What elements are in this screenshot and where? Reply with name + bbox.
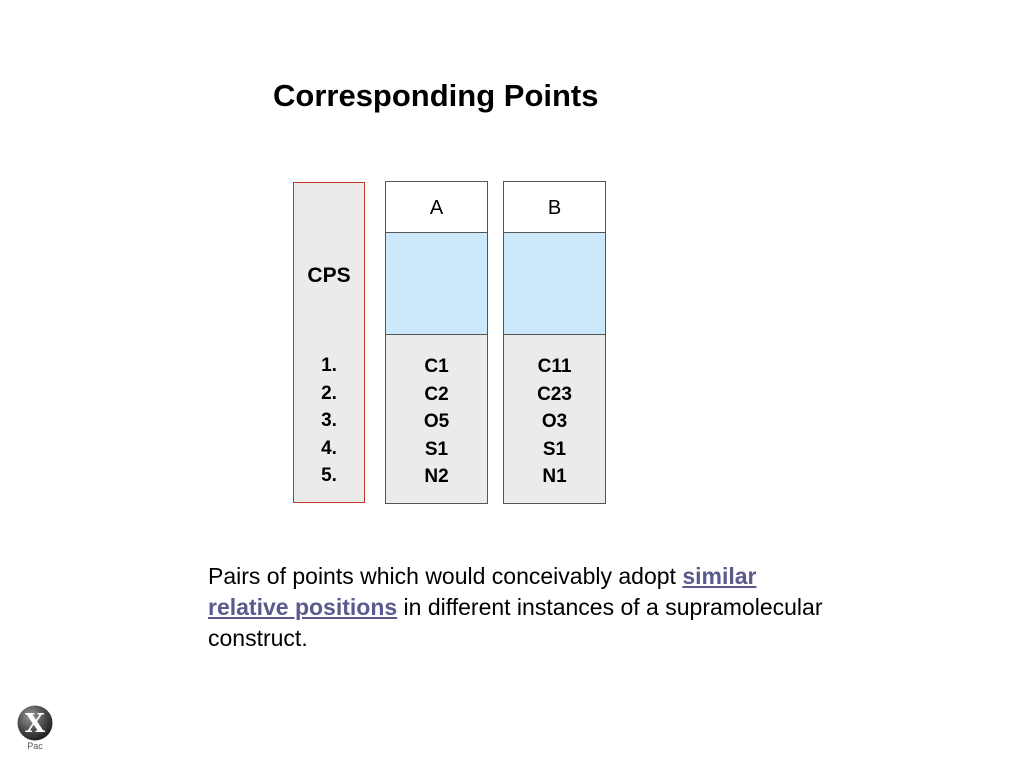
description-part-1: Pairs of points which would conceivably …: [208, 563, 683, 589]
column-b: B C11 C23 O3 S1 N1: [503, 181, 606, 504]
column-a-item: S1: [424, 438, 449, 460]
column-b-list: C11 C23 O3 S1 N1: [504, 353, 605, 491]
column-b-item: C11: [537, 356, 572, 377]
description-part-2: in different instances of a supramolecul…: [208, 594, 823, 651]
logo-disc: [17, 705, 53, 741]
logo-letter: X: [25, 709, 46, 739]
cps-label: CPS: [307, 264, 351, 287]
column-a-item: C1: [424, 356, 449, 377]
cps-number: 4.: [321, 437, 337, 459]
column-a-item: C2: [424, 383, 449, 405]
column-a-highlight: [386, 233, 487, 335]
column-b-item: S1: [542, 438, 567, 460]
column-a-item: O5: [423, 411, 450, 432]
page-title: Corresponding Points: [273, 78, 599, 113]
xpac-logo-icon: X Pac: [17, 705, 53, 751]
column-b-item: C23: [537, 383, 572, 405]
column-a-item: N2: [424, 466, 449, 487]
cps-number-list: 1. 2. 3. 4. 5.: [294, 352, 364, 490]
column-a: A C1 C2 O5 S1 N2: [385, 181, 488, 504]
logo-sub: Pac: [27, 741, 43, 751]
cps-number: 3.: [321, 410, 337, 431]
similar-positions-link[interactable]: similar relative positions: [208, 563, 757, 620]
column-a-header: A: [386, 182, 487, 233]
column-b-header: B: [504, 182, 605, 233]
cps-number: 1.: [321, 355, 337, 376]
column-b-item: N1: [542, 466, 567, 487]
description-text: Pairs of points which would conceivably …: [208, 561, 828, 654]
cps-number: 2.: [321, 382, 337, 404]
column-b-highlight: [504, 233, 605, 335]
cps-number: 5.: [321, 465, 337, 486]
cps-panel: CPS 1. 2. 3. 4. 5.: [293, 182, 365, 503]
column-a-list: C1 C2 O5 S1 N2: [386, 353, 487, 491]
column-b-item: O3: [541, 411, 568, 432]
